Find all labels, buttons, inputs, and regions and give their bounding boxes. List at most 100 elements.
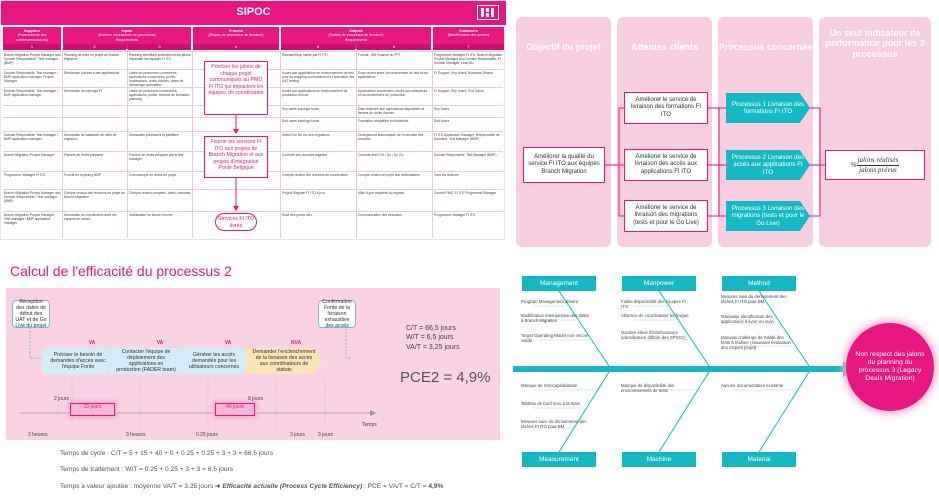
process-3-arrow: Processus 3 Livraison des migrations (te… bbox=[726, 201, 810, 231]
sipoc-cell: Demandes de validation de délai de migra… bbox=[64, 133, 117, 142]
sipoc-cell: Communiqué en début de projet bbox=[129, 173, 177, 177]
sipoc-col-number: 5 bbox=[281, 44, 355, 50]
sipoc-cell: Demandes de coordination avec les équipe… bbox=[64, 213, 117, 222]
cause-item: Modification intempestive des dates à Br… bbox=[521, 313, 590, 324]
objective-box: Améliorer la qualité du service FI ITO a… bbox=[523, 147, 605, 183]
sipoc-header-process: Process(Étapes du processus de livraison… bbox=[193, 27, 279, 49]
sipoc-col-number: 2 bbox=[63, 44, 126, 50]
timeline-label: 3 jours bbox=[318, 432, 334, 438]
sipoc-cell: Domain Responsible, Test manager / BMP a… bbox=[4, 89, 58, 98]
sipoc-arrow-icon bbox=[233, 178, 239, 211]
sipoc-cell: Communication des décisions bbox=[358, 213, 402, 217]
sipoc-row-divider bbox=[3, 189, 503, 190]
project-panel: Objectif du projet Attentes clients Proc… bbox=[513, 0, 939, 258]
sipoc-divider bbox=[62, 50, 63, 238]
sipoc-cell: Accès aux applications en environnement … bbox=[282, 71, 355, 84]
pce-result: PCE2 = 4,9% bbox=[400, 369, 491, 386]
sipoc-col-number: 1 bbox=[3, 44, 61, 50]
sipoc-cell: Format : 5W Finance ou PPT bbox=[358, 53, 401, 57]
timeline-label: 3 jours bbox=[290, 432, 306, 438]
sipoc-cell: FI ITO Application Manager, Responsable … bbox=[434, 133, 500, 142]
category-machine: Machine bbox=[622, 452, 696, 467]
sipoc-cell: Planning identifiant précisément les jal… bbox=[129, 53, 191, 62]
sipoc-cell: End users trainings fonds bbox=[282, 119, 320, 123]
cause-item: Faible disponibilité des équipes FI ITO bbox=[621, 299, 686, 310]
logo-icon bbox=[477, 5, 499, 20]
indicator-box: % jalons réalisés jalons prévus bbox=[825, 150, 925, 180]
sipoc-cell: Listes de personnes concernées, applicat… bbox=[129, 89, 191, 102]
cause-item: Mesures suivi du déroulement des tâches … bbox=[521, 419, 587, 430]
wait-block-label: 15 jours bbox=[83, 404, 102, 410]
sipoc-cell: Format du reporting BMP bbox=[64, 173, 102, 177]
sipoc-divider bbox=[356, 50, 357, 238]
sipoc-process-bubble: Fournir les services FI ITO aux projets … bbox=[204, 136, 268, 178]
sipoc-cell: Demandes prioritaires et justifiées bbox=[129, 133, 179, 137]
sipoc-cell: Ecart ouvert entre l'environnement de te… bbox=[358, 71, 428, 80]
process-2-arrow: Processus 2 Livraison des accès aux appl… bbox=[726, 150, 810, 180]
sipoc-divider bbox=[127, 50, 128, 238]
pce-step-1: Préciser le besoin de demandes d'accès a… bbox=[42, 348, 114, 374]
timeline-label: 0.25 jours bbox=[196, 432, 218, 438]
sipoc-cell: Suivi des points clés bbox=[282, 213, 312, 217]
sipoc-cell: Mise à jour régulière du registre bbox=[358, 191, 405, 195]
step-tag: NVA bbox=[290, 340, 302, 346]
cause-item: Aucune documentation existante bbox=[721, 383, 784, 388]
sipoc-cell: Programme Manager FI ITO bbox=[4, 173, 46, 177]
expectation-box: Améliorer le service de livraison des ac… bbox=[624, 149, 708, 181]
fishbone-panel: Management Manpower Method Measurement M… bbox=[513, 258, 939, 500]
sipoc-divider bbox=[280, 50, 281, 238]
sipoc-col-number: 7 bbox=[433, 44, 504, 50]
objective-header: Objectif du projet bbox=[526, 42, 601, 52]
indicator-column bbox=[819, 17, 931, 247]
cause-item: Nombre élevé d'interlocuteurs (identific… bbox=[621, 330, 686, 341]
sipoc-cell: Key Users bbox=[434, 107, 450, 111]
sipoc-cell: FI Support, Key Users, End Users bbox=[434, 89, 484, 93]
pce-panel: Calcul de l'efficacité du processus 2 Ré… bbox=[0, 258, 505, 500]
sipoc-header-outputs: Outputs(Sorties du processus de livraiso… bbox=[281, 27, 431, 49]
pce-end-box: Confirmation Fonte de la livraison exhau… bbox=[318, 299, 356, 329]
sipoc-col-number: 4 bbox=[193, 44, 279, 50]
sipoc-cell: Justification du besoin fournie bbox=[129, 213, 173, 217]
sipoc-header-suppliers: Suppliers(Fournisseurs des entrées/resso… bbox=[3, 27, 61, 49]
sipoc-cell: Planning de mise en projet de Branch Mig… bbox=[64, 53, 119, 62]
sipoc-header-inputs: Inputs(Entrées nécessaires au processus)… bbox=[63, 27, 191, 49]
sipoc-cell: Domain Responsible, Test Manager (BMP) bbox=[434, 153, 497, 157]
sipoc-row-divider bbox=[3, 117, 503, 118]
category-manpower: Manpower bbox=[622, 276, 696, 291]
cause-item: Manque de disponibilité des environnemen… bbox=[621, 383, 675, 394]
sipoc-cell: Contrôle des données migrées bbox=[282, 153, 327, 157]
sipoc-cell: Programme Manager FI ITO, Branch Migrati… bbox=[434, 53, 503, 66]
sipoc-cell: Demandes de trainings FI bbox=[64, 89, 102, 93]
pce-totals: C/T = 66,5 jours W/T = 6,5 jours VA/T = … bbox=[406, 325, 460, 351]
formula-pce: Temps à valeur ajoutée : moyenne VA/T = … bbox=[60, 483, 444, 490]
sipoc-cell: Compte-rendus envoyés aux destinataires bbox=[358, 173, 420, 177]
timeline-label: 2 heures bbox=[28, 432, 48, 438]
sipoc-cell: Applications concernées, Accès aux utili… bbox=[358, 89, 428, 98]
sipoc-process-bubble: Prioriser les jalons de chaque projet co… bbox=[204, 61, 268, 115]
sipoc-divider bbox=[192, 50, 193, 238]
step-tag: VA bbox=[224, 340, 232, 346]
category-material: Material bbox=[722, 452, 796, 467]
sipoc-panel: SIPOC Suppliers(Fournisseurs des entrées… bbox=[0, 0, 506, 240]
indicator-header: Un seul indicateur de performance pour l… bbox=[825, 28, 925, 59]
sipoc-cell: Date réservée aux applications disponibl… bbox=[358, 107, 425, 116]
sipoc-cell: Fichiers de droits préparés par le test … bbox=[129, 153, 184, 162]
sipoc-cell: Branch Migration Project Manager and Dom… bbox=[4, 191, 61, 204]
sipoc-cell: Formation complétée et disponible bbox=[358, 119, 409, 123]
wait-block-2 bbox=[215, 403, 255, 416]
category-method: Method bbox=[722, 276, 796, 291]
pce-title: Calcul de l'efficacité du processus 2 bbox=[10, 263, 232, 279]
sipoc-cell: Key users trainings fonds bbox=[282, 107, 320, 111]
sipoc-col-number: 6 bbox=[357, 44, 431, 50]
sipoc-row-divider bbox=[3, 131, 503, 132]
sipoc-title-bar bbox=[1, 1, 506, 25]
sipoc-row-divider bbox=[3, 211, 503, 212]
wait-block-1 bbox=[70, 403, 115, 416]
formula-work-time: Temps de traitement : W/T = 0.25 + 0.25 … bbox=[60, 466, 234, 473]
sipoc-cell: Fichiers de droits préparés bbox=[64, 153, 104, 157]
expectation-box: Améliorer le service de livraison des fo… bbox=[624, 92, 708, 124]
fishbone-effect: Non respect des jalons du planning du pr… bbox=[846, 323, 934, 411]
sipoc-cell: Project Register FI ITO à jour bbox=[282, 191, 325, 195]
sipoc-cell: Branch Migration Project Manager and Dom… bbox=[4, 53, 61, 66]
sipoc-cell: Demandes d'accès à des applications bbox=[64, 71, 120, 75]
